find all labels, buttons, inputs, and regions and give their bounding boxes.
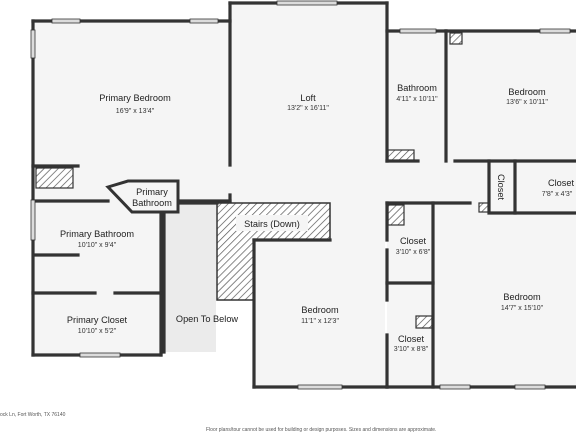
- primary-bedroom-name: Primary Bedroom: [99, 93, 171, 103]
- bed-tr-cabinet: [449, 32, 463, 45]
- primary-bathroom-dim: 10'10" x 9'4": [78, 242, 117, 249]
- closet-m2-name: Closet: [398, 334, 424, 344]
- primary-closet-floor: [33, 293, 161, 355]
- stairs-label-bg: [236, 215, 308, 231]
- window-bed-c: [297, 384, 343, 390]
- bedroom-c-name: Bedroom: [301, 305, 339, 315]
- bedroom-br-dim: 14'7" x 15'10": [501, 305, 544, 312]
- open-to-below-floor: [164, 203, 216, 352]
- window-loft-top: [276, 0, 338, 6]
- primary-bedroom-dim: 16'9" x 13'4": [116, 108, 155, 115]
- bedroom-tr-name: Bedroom: [508, 87, 546, 97]
- bedroom-tr-floor: [446, 31, 576, 161]
- bath-cabinet: [387, 149, 415, 162]
- closet-m1-dim: 3'10" x 6'8": [396, 249, 431, 256]
- closet-m1-cabinet: [387, 204, 405, 226]
- primary-bathroom-name: Primary Bathroom: [60, 229, 134, 239]
- closet-r-name: Closet: [548, 178, 574, 188]
- floor-fills: [33, 3, 576, 387]
- pbath-label-line2: Bathroom: [132, 198, 172, 208]
- closet-m2-cabinet: [415, 315, 433, 329]
- window-bath-top: [399, 28, 437, 34]
- window-bed-br-1: [439, 384, 471, 390]
- bedroom-tr-dim: 13'6" x 10'11": [506, 99, 548, 106]
- pbath-label-line1: Primary: [136, 187, 168, 197]
- right-floor: [387, 203, 576, 387]
- bathroom-floor: [387, 31, 446, 161]
- bathroom-name: Bathroom: [397, 83, 437, 93]
- loft-name: Loft: [300, 93, 316, 103]
- bedroom-c-dim: 11'1" x 12'3": [301, 318, 339, 325]
- window-bed-tr: [539, 28, 571, 34]
- pb-cabinet: [35, 167, 74, 189]
- window-pb-top-1: [51, 18, 81, 24]
- bedroom-br-name: Bedroom: [503, 292, 541, 302]
- closet-m1-name: Closet: [400, 236, 426, 246]
- closet-r-dim: 7'8" x 4'3": [542, 191, 573, 198]
- closet-box: [487, 159, 517, 215]
- window-pbath-left: [30, 199, 36, 241]
- address-text: ock Ln, Fort Worth, TX 76140: [0, 412, 66, 418]
- window-bed-br-2: [514, 384, 546, 390]
- closet-vert-name: Closet: [496, 174, 506, 200]
- window-pcloset: [79, 352, 121, 358]
- loft-dim: 13'2" x 16'11": [287, 105, 329, 112]
- stairs-name: Stairs (Down): [244, 219, 300, 229]
- windows: [30, 0, 571, 390]
- pb-bath-angle: [105, 179, 180, 214]
- bathroom-dim: 4'11" x 10'11": [396, 96, 438, 103]
- landing-floor: [330, 200, 387, 240]
- open-to-below-name: Open To Below: [176, 314, 239, 324]
- bedroom-c-floor: [254, 240, 385, 387]
- disclaimer-text: Floor plans/tour cannot be used for buil…: [206, 427, 437, 433]
- closet-m2-dim: 3'10" x 8'8": [394, 346, 429, 353]
- window-pb-left: [30, 29, 36, 59]
- window-pb-top-2: [189, 18, 219, 24]
- hall-floor: [387, 161, 576, 203]
- primary-closet-dim: 10'10" x 5'2": [78, 328, 117, 335]
- primary-closet-name: Primary Closet: [67, 315, 128, 325]
